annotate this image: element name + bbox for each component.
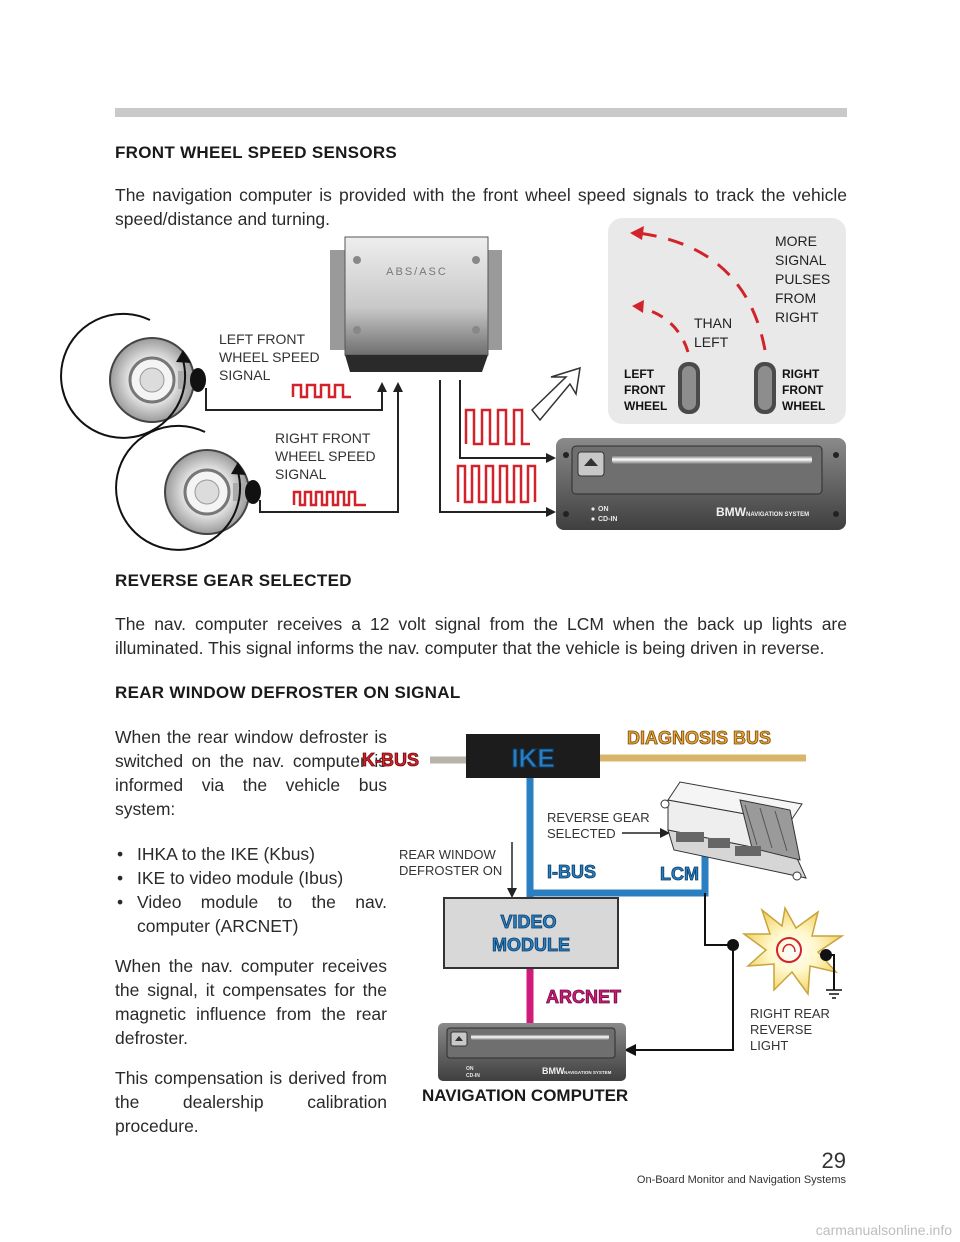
lcm-label: LCM — [660, 864, 699, 884]
middle-pulse-train-upper — [464, 408, 530, 446]
rear-window-defroster-label: REAR WINDOW DEFROSTER ON — [399, 847, 502, 878]
paragraph-compensation: When the nav. computer receives the sign… — [115, 956, 387, 1048]
navigation-computer-label: NAVIGATION COMPUTER — [422, 1086, 628, 1105]
heading-reverse-gear: REVERSE GEAR SELECTED — [115, 571, 352, 590]
paragraph-front-wheel: The navigation computer is provided with… — [115, 185, 847, 229]
paragraph-calibration: This compensation is derived from the de… — [115, 1068, 387, 1136]
left-front-signal-label: LEFT FRONT WHEEL SPEED SIGNAL — [219, 331, 324, 383]
nav2-brand: BMW — [542, 1066, 565, 1076]
wheel-speed-diagram: ABS/ASC LEFT FRONT WHEEL SPEED SIGNAL RI… — [60, 218, 846, 551]
nav2-on-label: ON — [466, 1066, 474, 1072]
paragraph-reverse-gear: The nav. computer receives a 12 volt sig… — [115, 614, 847, 658]
flow-arrow — [530, 366, 581, 422]
abs-asc-label: ABS/ASC — [386, 266, 448, 278]
right-front-signal-label: RIGHT FRONT WHEEL SPEED SIGNAL — [275, 430, 380, 482]
right-wheel-sensor — [115, 424, 261, 551]
left-wheel-sensor — [60, 312, 206, 439]
nav2-system-label: NAVIGATION SYSTEM — [564, 1070, 612, 1075]
right-rear-reverse-light-label: RIGHT REAR REVERSE LIGHT — [750, 1006, 834, 1053]
abs-asc-module: ABS/ASC — [330, 236, 502, 372]
arcnet-label: ARCNET — [546, 987, 621, 1007]
heading-rear-window-defroster: REAR WINDOW DEFROSTER ON SIGNAL — [115, 683, 461, 702]
heading-front-wheel-speed-sensors: FRONT WHEEL SPEED SENSORS — [115, 143, 398, 162]
turn-illustration: MORE SIGNAL PULSES FROM RIGHT THAN LEFT … — [608, 218, 846, 424]
lcm-module — [660, 781, 807, 881]
ike-label: IKE — [511, 743, 554, 773]
page-number: 29 — [821, 1148, 846, 1173]
right-front-wheel-label: RIGHT FRONT WHEEL — [782, 367, 827, 413]
nav-brand: BMW — [716, 505, 747, 519]
nav-cdin-label: CD-IN — [598, 516, 617, 523]
middle-pulse-train-lower — [456, 464, 537, 504]
than-left-label: THAN LEFT — [694, 315, 736, 350]
nav-system-label: NAVIGATION SYSTEM — [746, 512, 809, 518]
bus-path-list: IHKA to the IKE (Kbus) IKE to video modu… — [115, 842, 387, 938]
left-pulse-train — [291, 383, 351, 399]
nav-on-label: ON — [598, 506, 609, 513]
navigation-unit-top: ON CD-IN BMW NAVIGATION SYSTEM — [556, 438, 846, 530]
reverse-gear-selected-label: REVERSE GEAR SELECTED — [547, 810, 653, 841]
navigation-computer-unit: ON CD-IN BMW NAVIGATION SYSTEM — [438, 1023, 626, 1081]
nav2-cdin-label: CD-IN — [466, 1073, 480, 1079]
top-rule — [115, 108, 847, 117]
right-pulse-train — [292, 490, 366, 507]
right-rear-reverse-light — [741, 905, 845, 997]
watermark: carmanualsonline.info — [815, 1222, 952, 1238]
list-item: IKE to video module (Ibus) — [115, 866, 387, 890]
ibus-label: I-BUS — [547, 862, 596, 882]
list-item: Video module to the nav. computer (ARCNE… — [115, 890, 387, 938]
video-module-label: VIDEO MODULE — [492, 912, 570, 955]
paragraph-defroster-intro: When the rear window defroster is switch… — [115, 727, 387, 819]
diagnosis-bus-label: DIAGNOSIS BUS — [627, 728, 771, 748]
list-item: IHKA to the IKE (Kbus) — [115, 842, 387, 866]
more-signal-pulses-label: MORE SIGNAL PULSES FROM RIGHT — [775, 233, 834, 325]
footer-title: On-Board Monitor and Navigation Systems — [636, 1174, 846, 1186]
left-front-wheel-label: LEFT FRONT WHEEL — [624, 367, 669, 413]
